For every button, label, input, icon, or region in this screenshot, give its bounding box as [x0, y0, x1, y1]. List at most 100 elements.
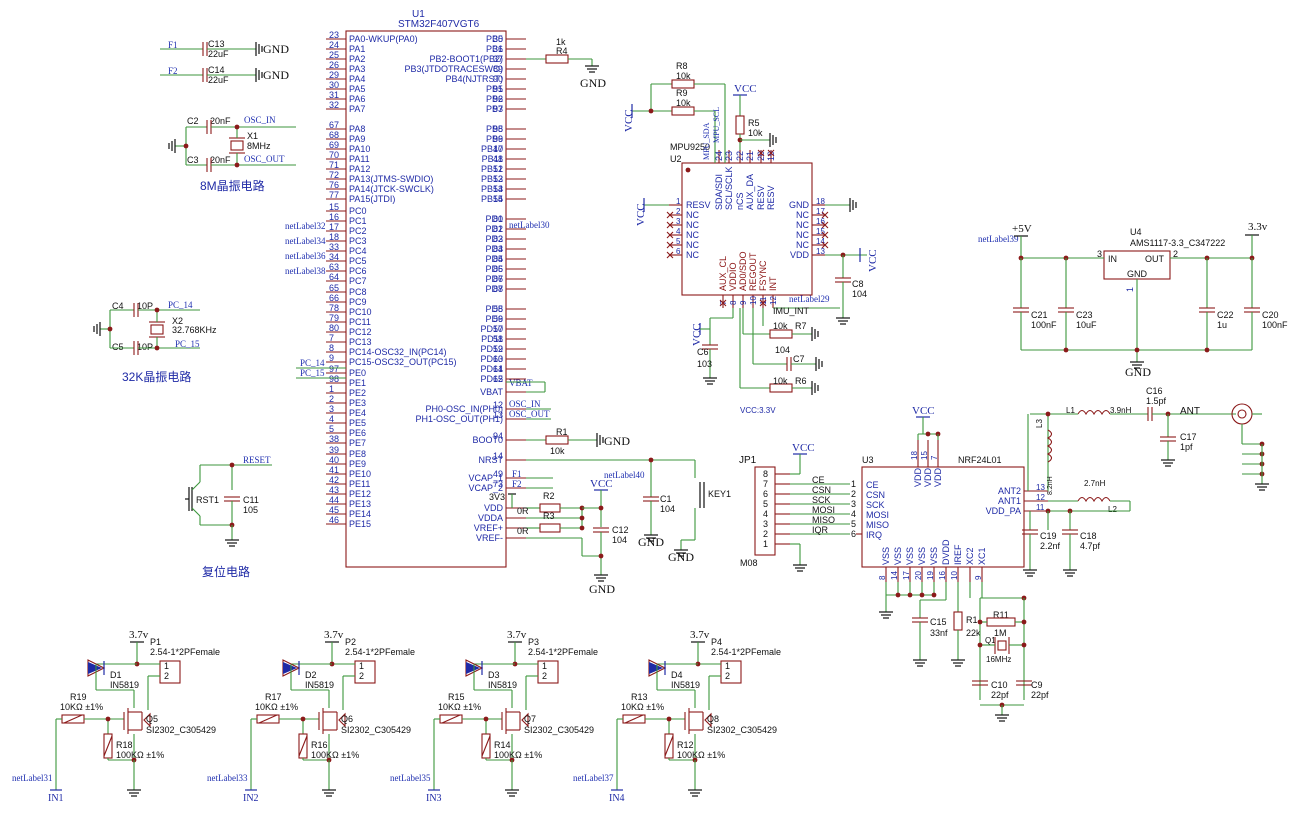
inductor-l2 [1077, 496, 1111, 503]
crystal-q1 [997, 640, 1007, 651]
pin-name: PD5 [485, 264, 503, 274]
res-ref: R12 [677, 740, 694, 750]
pin-name: PE2 [349, 388, 366, 398]
res-value: 0R [517, 506, 529, 516]
pin-name: IREF [953, 544, 963, 565]
cap-ref: C18 [1080, 531, 1097, 541]
cap-value: 22pf [991, 690, 1009, 700]
cap-value: 22uF [208, 75, 229, 85]
pin-number: 90 [493, 74, 503, 84]
pin-number: 1 [725, 661, 730, 671]
res-ref: R17 [265, 692, 282, 702]
net-label: netLabel40 [604, 470, 645, 480]
pin-number: 18 [910, 451, 919, 460]
crystal-ref: X2 [172, 316, 183, 326]
pin-name: PE3 [349, 398, 366, 408]
diode-ref: D1 [110, 670, 122, 680]
pin-name: PC6 [349, 266, 367, 276]
jp1-model: M08 [740, 558, 758, 568]
vcc-label: VCC [792, 442, 815, 454]
net-label: F1 [512, 469, 522, 479]
pin-name: PE4 [349, 408, 366, 418]
pin-number: 1 [676, 197, 681, 206]
pin-number: 76 [329, 180, 339, 190]
pin-name: PD15 [480, 374, 503, 384]
net-label: netLabel33 [207, 773, 248, 783]
pin-name: VSS [917, 547, 927, 565]
res-ref: R15 [448, 692, 465, 702]
junction-dot [1021, 642, 1027, 648]
wire [441, 714, 461, 724]
connector-model: 2.54-1*2PFemale [528, 647, 598, 657]
pin-name: VSS [929, 547, 939, 565]
u1-ref: U1 [412, 9, 425, 20]
res-ref: R5 [748, 118, 760, 128]
pin-name: PA1 [349, 44, 365, 54]
no-connect-mark [666, 241, 674, 249]
pin-number: 7 [930, 455, 939, 460]
pin-number: 78 [329, 303, 339, 313]
pin-number: 45 [329, 505, 339, 515]
crystal-value: 8MHz [247, 141, 271, 151]
pin-number: 3 [1097, 249, 1102, 259]
pin-name: PA6 [349, 94, 365, 104]
no-connect-mark [666, 211, 674, 219]
no-connect-mark [759, 299, 767, 307]
pin-name: PA2 [349, 54, 365, 64]
cap-value: 104 [660, 504, 675, 514]
net-label: OSC_IN [509, 399, 541, 409]
pin-number: 60 [493, 354, 503, 364]
pin-name: PE6 [349, 428, 366, 438]
pin-number: 24 [329, 40, 339, 50]
junction-dot [685, 167, 691, 173]
pin-name: PD2 [485, 234, 503, 244]
pin-name: PB9 [486, 134, 503, 144]
pin-name: PE10 [349, 469, 371, 479]
pin-number: 4 [676, 227, 681, 236]
no-connect-mark [821, 211, 829, 219]
inductor-ref: L1 [1066, 406, 1075, 415]
res-ref: R3 [543, 511, 555, 521]
pin-number: 17 [329, 222, 339, 232]
pin-number: 56 [493, 314, 503, 324]
pin-number: 29 [329, 70, 339, 80]
pin-name: OUT [1145, 254, 1165, 264]
mosfet-ref: Q8 [707, 714, 719, 724]
pin-name: PD10 [480, 324, 503, 334]
pin-name: PB12 [481, 164, 503, 174]
junction-dot [107, 326, 113, 332]
pin-name: FSYNC [758, 260, 768, 291]
pin-name: PC3 [349, 236, 367, 246]
pin-number: 77 [329, 190, 339, 200]
pin-number: 23 [329, 30, 339, 40]
pin-name: PC15-OSC32_OUT(PC15) [349, 357, 457, 367]
mosfet-model: SI2302_C305429 [341, 725, 411, 735]
pin-number: 71 [329, 160, 339, 170]
cap-value: 100nF [1031, 320, 1057, 330]
pin-number: 47 [493, 144, 503, 154]
pin-number: 96 [493, 134, 503, 144]
pin-number: 92 [493, 94, 503, 104]
junction-dot [648, 108, 654, 114]
wire [481, 735, 491, 757]
crystal-value: 16MHz [986, 655, 1011, 664]
cap-value: 1.5pf [1146, 396, 1167, 406]
pin-name: PE0 [349, 368, 366, 378]
pin-name: IN [1108, 254, 1117, 264]
crystal-ref: Q1 [985, 636, 996, 645]
pin-name: PD0 [485, 214, 503, 224]
r4-value: 1k [556, 37, 566, 47]
pin-number: 97 [329, 364, 339, 374]
pin-number: 94 [493, 431, 503, 441]
cap-ref: C13 [208, 39, 225, 49]
cap-ref: C2 [187, 116, 199, 126]
pin-name: XC2 [965, 547, 975, 565]
net-label: netLabel34 [285, 236, 326, 246]
pin-name: PH1-OSC_OUT(PH1) [415, 414, 503, 424]
wire [103, 735, 113, 757]
diode-ref: D2 [305, 670, 317, 680]
net-label: netLabel35 [390, 773, 431, 783]
pin-number: 3 [329, 404, 334, 414]
pin-name: PC11 [349, 317, 371, 327]
pin-number: 69 [329, 140, 339, 150]
